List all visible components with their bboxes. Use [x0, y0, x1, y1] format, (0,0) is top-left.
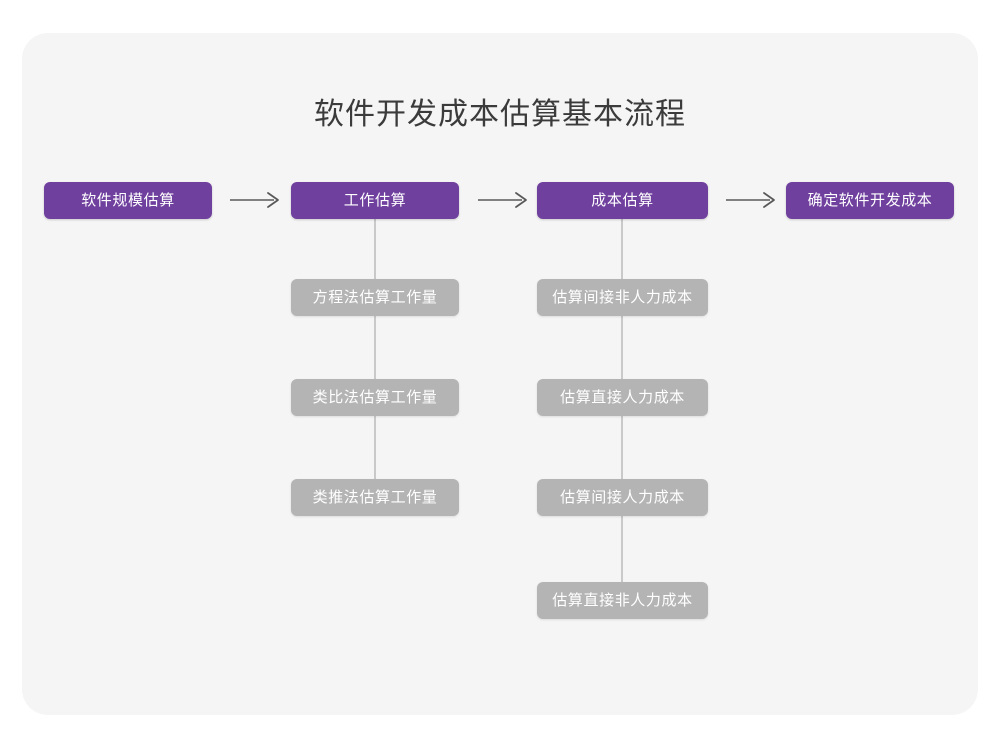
- substep-box-direct-labor-cost[interactable]: 估算直接人力成本: [537, 379, 708, 416]
- stage-box-effort-estimation[interactable]: 工作估算: [291, 182, 459, 219]
- substep-box-indirect-labor-cost[interactable]: 估算间接人力成本: [537, 479, 708, 516]
- substep-label: 估算直接人力成本: [560, 389, 685, 406]
- substep-box-direct-nonlabor-cost[interactable]: 估算直接非人力成本: [537, 582, 708, 619]
- substep-box-indirect-nonlabor-cost[interactable]: 估算间接非人力成本: [537, 279, 708, 316]
- right-arrow-icon: [476, 188, 532, 212]
- substep-label: 类比法估算工作量: [312, 389, 438, 406]
- substep-label: 方程法估算工作量: [312, 289, 438, 306]
- stage-label: 确定软件开发成本: [807, 192, 933, 209]
- stage-box-software-size-estimation[interactable]: 软件规模估算: [44, 182, 212, 219]
- substep-box-inference-method[interactable]: 类推法估算工作量: [291, 479, 459, 516]
- right-arrow-icon: [228, 188, 284, 212]
- substep-label: 估算直接非人力成本: [552, 592, 693, 609]
- substep-label: 估算间接人力成本: [560, 489, 685, 506]
- stage-box-cost-estimation[interactable]: 成本估算: [537, 182, 708, 219]
- substep-box-analogy-method[interactable]: 类比法估算工作量: [291, 379, 459, 416]
- connector-line-stage-2: [374, 218, 376, 503]
- substep-label: 估算间接非人力成本: [552, 289, 693, 306]
- substep-box-equation-method[interactable]: 方程法估算工作量: [291, 279, 459, 316]
- stage-label: 工作估算: [343, 192, 407, 209]
- stage-label: 成本估算: [591, 192, 654, 209]
- right-arrow-icon: [724, 188, 780, 212]
- stage-box-final-development-cost[interactable]: 确定软件开发成本: [786, 182, 954, 219]
- substep-label: 类推法估算工作量: [312, 489, 438, 506]
- stage-label: 软件规模估算: [81, 192, 175, 209]
- page-title: 软件开发成本估算基本流程: [314, 98, 686, 131]
- content-card: [22, 33, 978, 715]
